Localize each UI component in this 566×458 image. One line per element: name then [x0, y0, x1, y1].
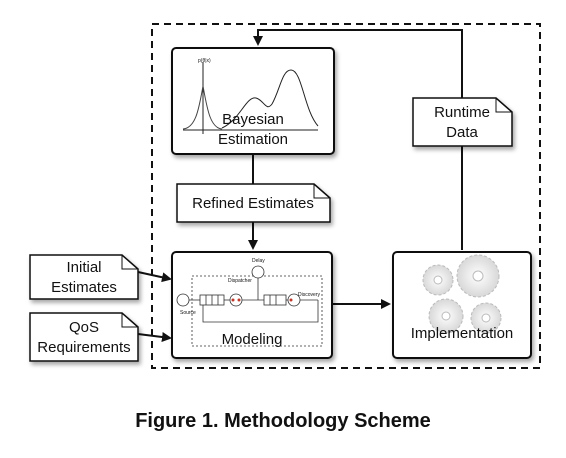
refined-estimates-label: Refined Estimates — [192, 195, 314, 212]
initial-estimates-line2: Estimates — [51, 279, 117, 296]
runtime-data-note: Runtime Data — [412, 97, 513, 147]
arrow-qos-to-modeling — [137, 332, 172, 342]
modeling-box: Dispatcher Source Delay Discovery Modeli… — [171, 251, 333, 359]
methodology-diagram: p(θ|x) Bayesian Estimation Refined Estim… — [29, 23, 541, 369]
queue-job-marks — [231, 298, 293, 302]
qos-requirements-note: QoS Requirements — [29, 312, 139, 362]
modeling-sub-discovery: Discovery — [298, 292, 320, 298]
initial-estimates-note: Initial Estimates — [29, 254, 139, 300]
modeling-sub-dispatcher: Dispatcher — [228, 278, 252, 284]
arrow-initial-to-modeling — [137, 271, 172, 283]
bayesian-estimation-box: p(θ|x) Bayesian Estimation — [171, 47, 335, 155]
posterior-plot — [182, 62, 319, 134]
queueing-network-sketch — [176, 265, 323, 347]
bayesian-label-line2: Estimation — [218, 131, 288, 148]
runtime-data-line2: Data — [446, 124, 478, 141]
modeling-sub-source: Source — [180, 310, 196, 316]
plot-axis-label: p(θ|x) — [198, 58, 211, 64]
implementation-label: Implementation — [411, 325, 514, 342]
system-boundary — [151, 23, 541, 369]
figure-caption: Figure 1. Methodology Scheme — [135, 410, 431, 432]
gears-icon — [422, 254, 502, 334]
refined-estimates-note: Refined Estimates — [176, 183, 331, 223]
initial-estimates-line1: Initial — [66, 259, 101, 276]
implementation-box: Implementation — [392, 251, 532, 359]
bayesian-label-line1: Bayesian — [222, 111, 284, 128]
qos-requirements-line1: QoS — [69, 319, 99, 336]
modeling-label: Modeling — [222, 331, 283, 348]
modeling-sub-delay: Delay — [252, 258, 265, 264]
qos-requirements-line2: Requirements — [37, 339, 130, 356]
runtime-data-line1: Runtime — [434, 104, 490, 121]
